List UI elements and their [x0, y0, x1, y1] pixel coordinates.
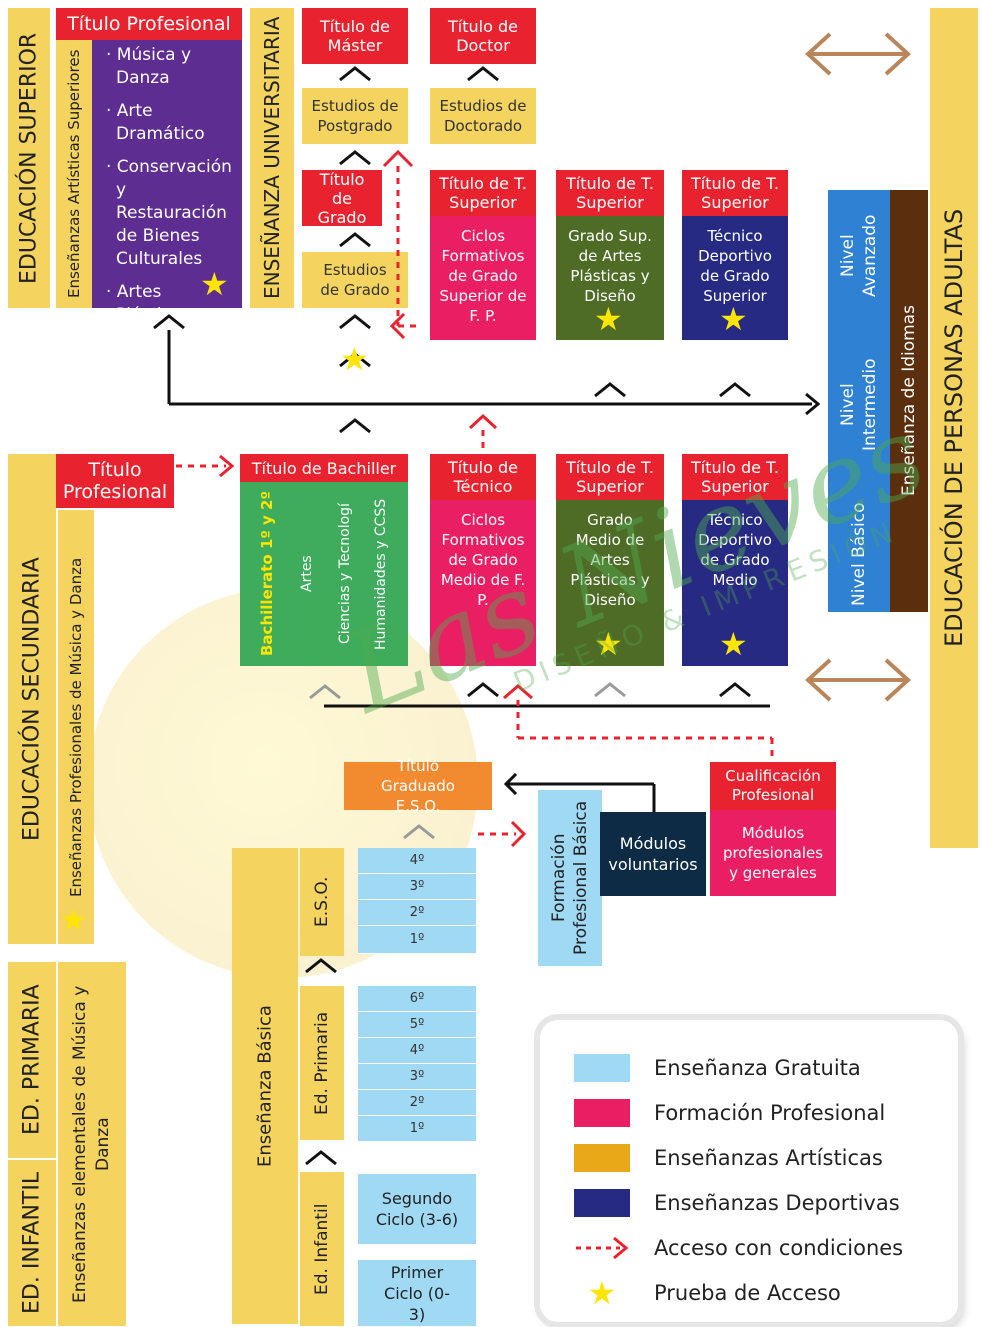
fpb-modules: Módulos voluntarios	[600, 812, 706, 896]
primaria-year: 5º	[358, 1012, 476, 1038]
doctorado-box: Estudios de Doctorado	[430, 88, 536, 144]
fp-superior-title: Título de T. Superior	[430, 170, 536, 216]
art-superior-box: Grado Sup. de Artes Plásticas y Diseño	[556, 216, 664, 340]
adults-title: EDUCACIÓN DE PERSONAS ADULTAS	[930, 8, 978, 848]
eso-year: 3º	[358, 874, 476, 900]
legend-label: Prueba de Acceso	[654, 1281, 841, 1305]
primaria-year: 2º	[358, 1090, 476, 1116]
level-basic: Nivel Básico	[849, 502, 869, 606]
list-item: · Música y Danza	[106, 45, 192, 88]
star-icon: ★	[719, 300, 748, 338]
list-item: · Arte Dramático	[106, 101, 205, 144]
bachiller-box	[240, 482, 408, 666]
eso-year: 4º	[358, 848, 476, 874]
legend-item: Enseñanzas Artísticas	[574, 1140, 883, 1176]
legend-item: Acceso con condiciones	[574, 1230, 903, 1266]
superior-title: EDUCACIÓN SUPERIOR	[8, 8, 50, 308]
sport-superior-title: Título de T. Superior	[682, 170, 788, 216]
legend-label: Enseñanza Gratuita	[654, 1056, 861, 1080]
svg-text:★: ★	[340, 340, 369, 378]
legend-swatch	[574, 1054, 630, 1082]
bachiller-col: Bachillerato 1º y 2º	[258, 491, 276, 657]
bachiller-col: Humanidades y CCSS	[373, 498, 389, 650]
art-medio-title: Título de T. Superior	[556, 454, 664, 500]
list-item: · Diseño	[106, 338, 176, 358]
superior-title-profesional: Título Profesional	[56, 8, 242, 40]
legend-item: Enseñanza Gratuita	[574, 1050, 861, 1086]
infantil-label: Ed. Infantil	[300, 1172, 344, 1326]
cualificacion-box: Módulos profesionales y generales	[710, 810, 836, 896]
fp-superior-box: Ciclos Formativos de Grado Superior de F…	[430, 216, 536, 340]
legend-label: Enseñanzas Deportivas	[654, 1191, 900, 1215]
bachiller-col: Artes	[299, 555, 315, 593]
postgrado-box: Estudios de Postgrado	[302, 88, 408, 144]
secondary-title: EDUCACIÓN SECUNDARIA	[8, 454, 56, 944]
infantil-second-cycle: Segundo Ciclo (3-6)	[358, 1174, 476, 1244]
sport-medio-title: Título de T. Superior	[682, 454, 788, 500]
sport-superior-box: Técnico Deportivo de Grado Superior	[682, 216, 788, 340]
star-icon: ★	[587, 1274, 617, 1312]
cualificacion-title: Cualificación Profesional	[710, 762, 836, 810]
legend-item: Enseñanzas Deportivas	[574, 1185, 900, 1221]
level-advanced: Nivel Avanzado	[838, 214, 880, 298]
grado-box: Estudios de Grado	[302, 252, 408, 308]
secondary-side: Enseñanzas Profesionales de Música y Dan…	[58, 510, 94, 944]
grado-title: Título de Grado	[302, 170, 382, 227]
primaria-title: ED. PRIMARIA	[8, 962, 56, 1158]
bachiller-col: Ciencias y Tecnologí	[337, 503, 353, 645]
eso-year: 2º	[358, 900, 476, 926]
infantil-first-cycle: Primer Ciclo (0-3)	[358, 1260, 476, 1326]
eso-title: Título Graduado E.S.O.	[344, 757, 492, 815]
legend-swatch	[574, 1189, 630, 1217]
primaria-side: Enseñanzas elementales de Música y Danza	[58, 962, 126, 1326]
list-item: · Conservación y Restauración de Bienes …	[106, 157, 232, 269]
legend-label: Enseñanzas Artísticas	[654, 1146, 883, 1170]
level-intermediate: Nivel Intermedio	[838, 358, 880, 452]
art-superior-title: Título de T. Superior	[556, 170, 664, 216]
primaria-year: 6º	[358, 986, 476, 1012]
star-icon: ★	[60, 903, 87, 938]
sport-medio-box: Técnico Deportivo de Grado Medio	[682, 500, 788, 666]
legend-label: Acceso con condiciones	[654, 1236, 904, 1260]
legend-item: ★ Prueba de Acceso	[574, 1275, 841, 1311]
superior-artistic-side: Enseñanzas Artísticas Superiores	[56, 40, 92, 308]
dashed-arrow-icon	[576, 1236, 629, 1260]
star-icon: ★	[594, 625, 623, 663]
art-medio-box: Grado Medio de Artes Plásticas y Diseño	[556, 500, 664, 666]
master-title: Título de Máster	[302, 8, 408, 64]
primaria-year: 3º	[358, 1064, 476, 1090]
legend-panel: Enseñanza Gratuita Formación Profesional…	[540, 1020, 958, 1322]
fpb-label: Formación Profesional Básica	[538, 790, 602, 966]
legend-swatch	[574, 1144, 630, 1172]
legend-item: Formación Profesional	[574, 1095, 885, 1131]
doctor-title: Título de Doctor	[430, 8, 536, 64]
bachiller-title: Título de Bachiller	[240, 454, 408, 482]
primaria-year: 1º	[358, 1116, 476, 1142]
legend-swatch	[574, 1099, 630, 1127]
basica-label: Enseñanza Básica	[232, 848, 298, 1324]
legend-label: Formación Profesional	[654, 1101, 886, 1125]
eso-label: E.S.O.	[300, 848, 344, 956]
university-title: ENSEÑANZA UNIVERSITARIA	[250, 8, 294, 308]
star-icon: ★	[594, 300, 623, 338]
secondary-title-profesional: Título Profesional	[56, 454, 174, 508]
eso-year: 1º	[358, 926, 476, 954]
star-icon: ★	[719, 625, 748, 663]
fp-medio-title: Título de Técnico	[430, 454, 536, 500]
infantil-title: ED. INFANTIL	[8, 1160, 56, 1326]
language-levels	[828, 190, 890, 612]
star-icon: ★	[200, 265, 229, 303]
fp-medio-box: Ciclos Formativos de Grado Medio de F. P…	[430, 500, 536, 666]
languages-label: Enseñanza de Idiomas	[890, 190, 928, 612]
primaria-label: Ed. Primaria	[300, 986, 344, 1140]
primaria-year: 4º	[358, 1038, 476, 1064]
